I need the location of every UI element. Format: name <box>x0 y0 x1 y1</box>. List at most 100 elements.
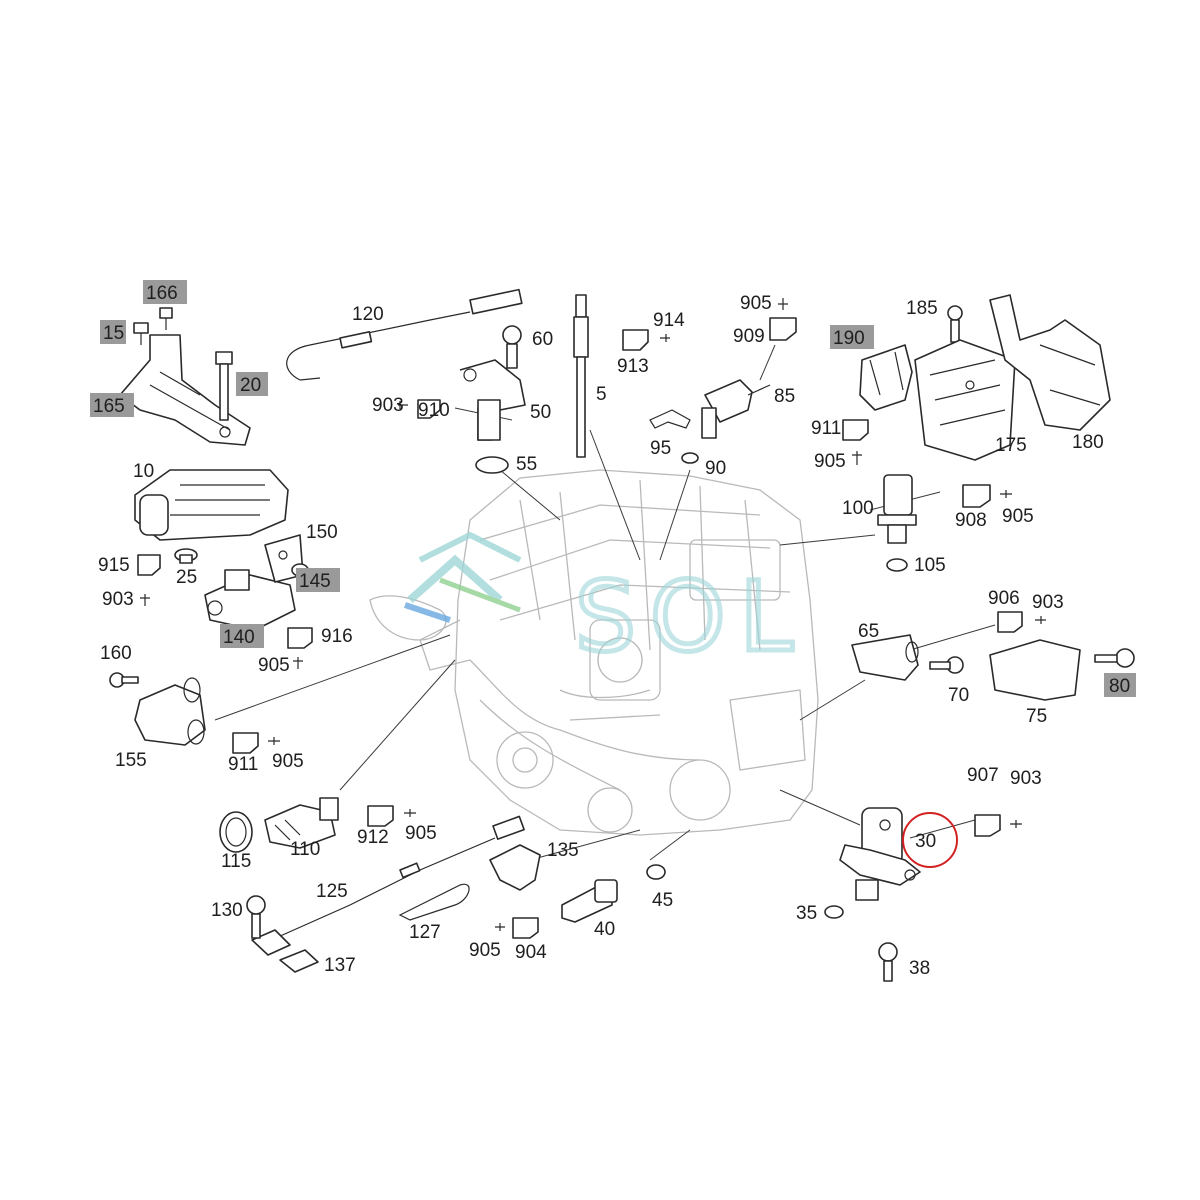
sensor-40 <box>561 879 618 923</box>
connector-906 <box>997 611 1023 633</box>
label-25: 25 <box>176 567 197 588</box>
label-100: 100 <box>842 498 874 519</box>
washer-35 <box>824 905 844 919</box>
label-909: 909 <box>733 326 765 347</box>
label-903c: 903 <box>1032 592 1064 613</box>
washer-45 <box>646 864 666 880</box>
label-95: 95 <box>650 438 671 459</box>
label-905g: 905 <box>469 940 501 961</box>
sensor-50 <box>459 359 526 441</box>
pin-914 <box>660 334 670 342</box>
label-175: 175 <box>995 435 1027 456</box>
label-40: 40 <box>594 919 615 940</box>
label-914: 914 <box>653 310 685 331</box>
bolt-185 <box>947 305 963 343</box>
sensor-30 <box>839 807 921 901</box>
label-35: 35 <box>796 903 817 924</box>
pin-905c <box>293 657 303 669</box>
bolt-15 <box>133 322 149 345</box>
label-155: 155 <box>115 750 147 771</box>
callout-labels: 166 15 20 165 120 60 903 910 50 55 5 914… <box>93 283 1130 979</box>
label-180: 180 <box>1072 432 1104 453</box>
label-55: 55 <box>516 454 537 475</box>
label-137: 137 <box>324 955 356 976</box>
connector-909 <box>769 317 797 341</box>
label-910: 910 <box>418 400 450 421</box>
connector-911a <box>842 419 869 441</box>
label-160: 160 <box>100 643 132 664</box>
label-904: 904 <box>515 942 547 963</box>
connector-911b <box>232 732 259 754</box>
label-903b: 903 <box>102 589 134 610</box>
label-75: 75 <box>1026 706 1047 727</box>
bolt-70 <box>929 656 964 674</box>
module-190 <box>859 344 913 411</box>
watermark-logo: SOL <box>404 531 795 676</box>
pin-903a <box>398 401 408 409</box>
label-165: 165 <box>93 396 125 417</box>
bolt-160 <box>109 672 139 688</box>
sensor-85 <box>701 379 771 439</box>
pin-905a <box>778 298 788 310</box>
sensor-65 <box>851 634 919 681</box>
sensor-155 <box>134 677 206 746</box>
label-913: 913 <box>617 356 649 377</box>
connector-907 <box>974 814 1001 837</box>
pin-905d <box>1000 490 1012 498</box>
label-20: 20 <box>240 375 261 396</box>
clip-95 <box>649 409 691 429</box>
label-915: 915 <box>98 555 130 576</box>
cover-75 <box>989 639 1081 701</box>
connector-916 <box>287 627 313 649</box>
connector-904 <box>512 917 539 939</box>
bracket-175 <box>914 339 1016 461</box>
label-110: 110 <box>290 839 320 860</box>
connector-908 <box>962 484 991 508</box>
label-905b: 905 <box>814 451 846 472</box>
label-15: 15 <box>103 323 124 344</box>
oring-55 <box>475 456 509 474</box>
connector-915 <box>137 554 161 576</box>
label-908: 908 <box>955 510 987 531</box>
label-90: 90 <box>705 458 726 479</box>
label-135: 135 <box>547 840 579 861</box>
highlight-boxes <box>90 280 1136 697</box>
sensor-120 <box>286 288 523 381</box>
label-185: 185 <box>906 298 938 319</box>
pin-905e <box>268 737 280 745</box>
gasket-115 <box>219 811 253 853</box>
bolt-60 <box>502 325 522 369</box>
bolt-38 <box>878 942 898 982</box>
label-45: 45 <box>652 890 673 911</box>
cable-125 <box>251 815 525 956</box>
label-145: 145 <box>299 571 331 592</box>
engine-block <box>369 469 819 836</box>
label-190: 190 <box>833 328 865 349</box>
label-38: 38 <box>909 958 930 979</box>
strap-127 <box>398 883 470 921</box>
label-150: 150 <box>306 522 338 543</box>
oring-105 <box>886 558 908 572</box>
label-905d: 905 <box>1002 506 1034 527</box>
glow-plug-5 <box>573 294 589 458</box>
label-115: 115 <box>221 851 251 872</box>
label-140: 140 <box>223 627 255 648</box>
label-125: 125 <box>316 881 348 902</box>
bolt-20 <box>215 351 233 421</box>
label-905f: 905 <box>405 823 437 844</box>
bolt-130 <box>246 895 266 939</box>
label-905e: 905 <box>272 751 304 772</box>
pin-903c <box>1035 616 1046 624</box>
label-903d: 903 <box>1010 768 1042 789</box>
label-50: 50 <box>530 402 551 423</box>
connector-913 <box>622 329 649 351</box>
bolt-80 <box>1094 648 1135 668</box>
pin-905f <box>404 809 416 817</box>
clamp-135 <box>489 844 541 891</box>
connector-910 <box>417 399 441 419</box>
bracket-165 <box>119 334 251 446</box>
label-70: 70 <box>948 685 969 706</box>
label-85: 85 <box>774 386 795 407</box>
label-130: 130 <box>211 900 243 921</box>
label-906: 906 <box>988 588 1020 609</box>
